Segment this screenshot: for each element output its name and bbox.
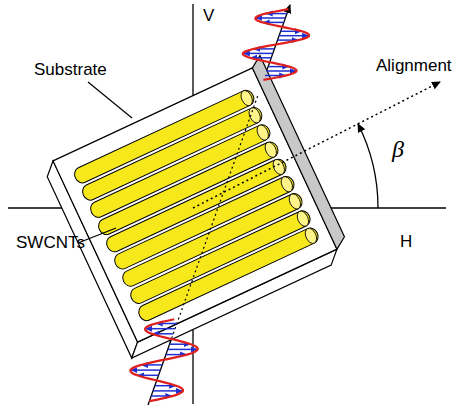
swcnt-array: [72, 88, 321, 323]
angle-label: β: [392, 136, 404, 164]
field-vector: [130, 369, 160, 371]
nanotube: [136, 226, 320, 323]
nanotube-end: [303, 227, 319, 246]
field-vector: [168, 349, 198, 351]
nanotube-end: [287, 192, 303, 211]
field-vector: [145, 328, 175, 330]
nanotube-end: [239, 89, 255, 108]
nanotube-end: [255, 123, 271, 142]
nanotube-end: [295, 209, 311, 228]
field-vector: [279, 35, 309, 37]
alignment-axis: [193, 82, 440, 208]
nanotube-end: [247, 106, 263, 125]
angle-arc: [358, 124, 378, 208]
field-vector: [153, 390, 183, 392]
part-label: SWCNTs: [16, 233, 85, 253]
substrate: [39, 56, 353, 359]
field-vector: [255, 17, 285, 19]
wave-curve: [130, 319, 197, 401]
leader-line: [88, 82, 132, 118]
wave-curve: [243, 9, 309, 80]
axis-label: V: [203, 6, 214, 26]
polarized-wave: [130, 9, 309, 401]
field-vector: [267, 70, 297, 72]
nanotube-end: [279, 175, 295, 194]
nanotube-end: [263, 140, 279, 159]
beam-through-substrate: [170, 95, 258, 343]
part-label: Substrate: [34, 60, 107, 80]
field-vector: [243, 53, 273, 55]
axis-label: Alignment: [376, 56, 452, 76]
axis-label: H: [400, 232, 412, 252]
